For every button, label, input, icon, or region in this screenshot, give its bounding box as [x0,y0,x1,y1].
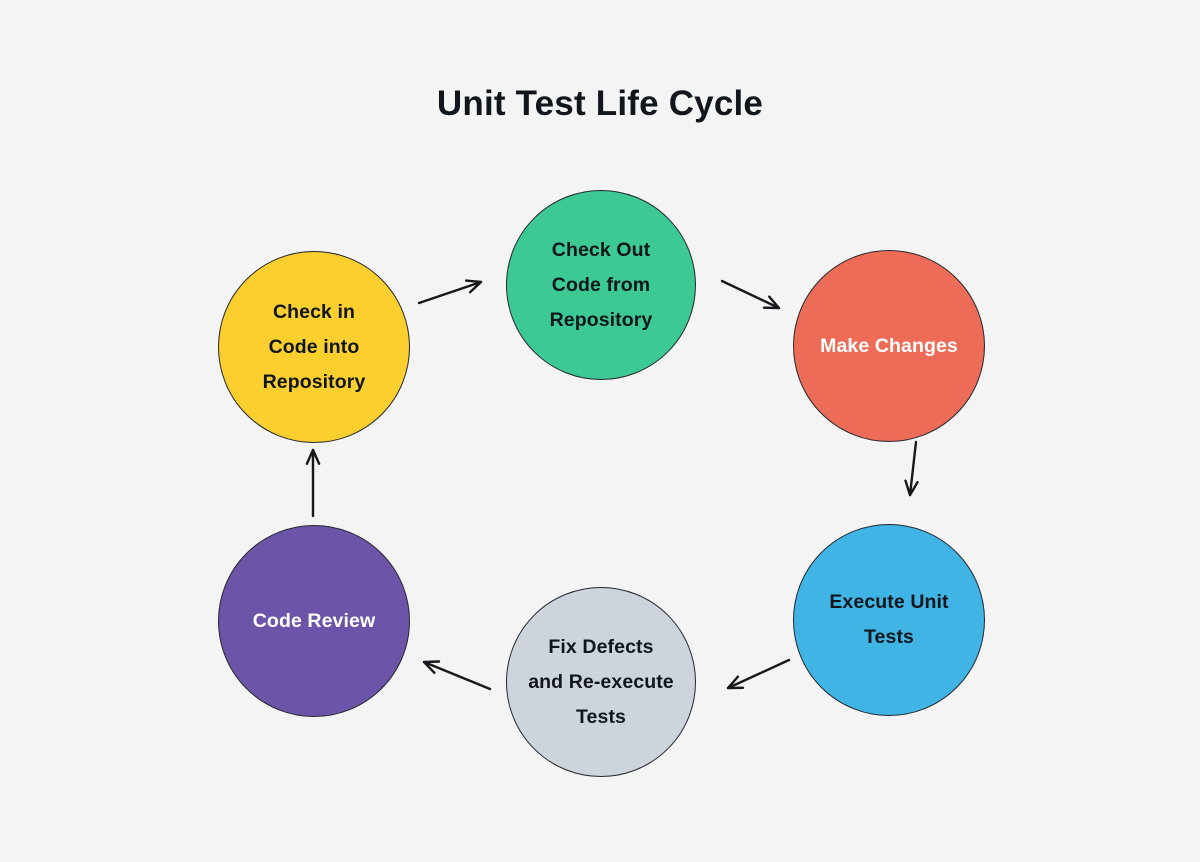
node-check-out-code-label: Check Out Code from Repository [549,238,653,331]
page-title: Unit Test Life Cycle [436,84,764,123]
node-code-review-label: Code Review [252,609,376,632]
arrow-check-out-to-make-changes [720,279,781,310]
node-check-in-code-label: Check in Code into Repository [262,300,366,393]
node-fix-defects-label: Fix Defects and Re-execute Tests [528,635,674,728]
arrow-execute-tests-to-fix-defects [726,658,791,690]
node-fix-defects[interactable]: Fix Defects and Re-execute Tests [506,587,696,777]
node-code-review[interactable]: Code Review [218,525,410,717]
node-check-in-code[interactable]: Check in Code into Repository [218,251,410,443]
node-make-changes-label: Make Changes [820,334,958,357]
arrow-make-changes-to-execute-tests [904,440,919,497]
arrow-check-in-to-check-out [417,279,483,305]
node-check-out-code[interactable]: Check Out Code from Repository [506,190,696,380]
node-execute-unit-tests-label: Execute Unit Tests [829,591,949,648]
node-execute-unit-tests[interactable]: Execute Unit Tests [793,524,985,716]
arrow-fix-defects-to-code-review [422,660,492,691]
arrow-code-review-to-check-in [305,448,321,518]
node-make-changes[interactable]: Make Changes [793,250,985,442]
